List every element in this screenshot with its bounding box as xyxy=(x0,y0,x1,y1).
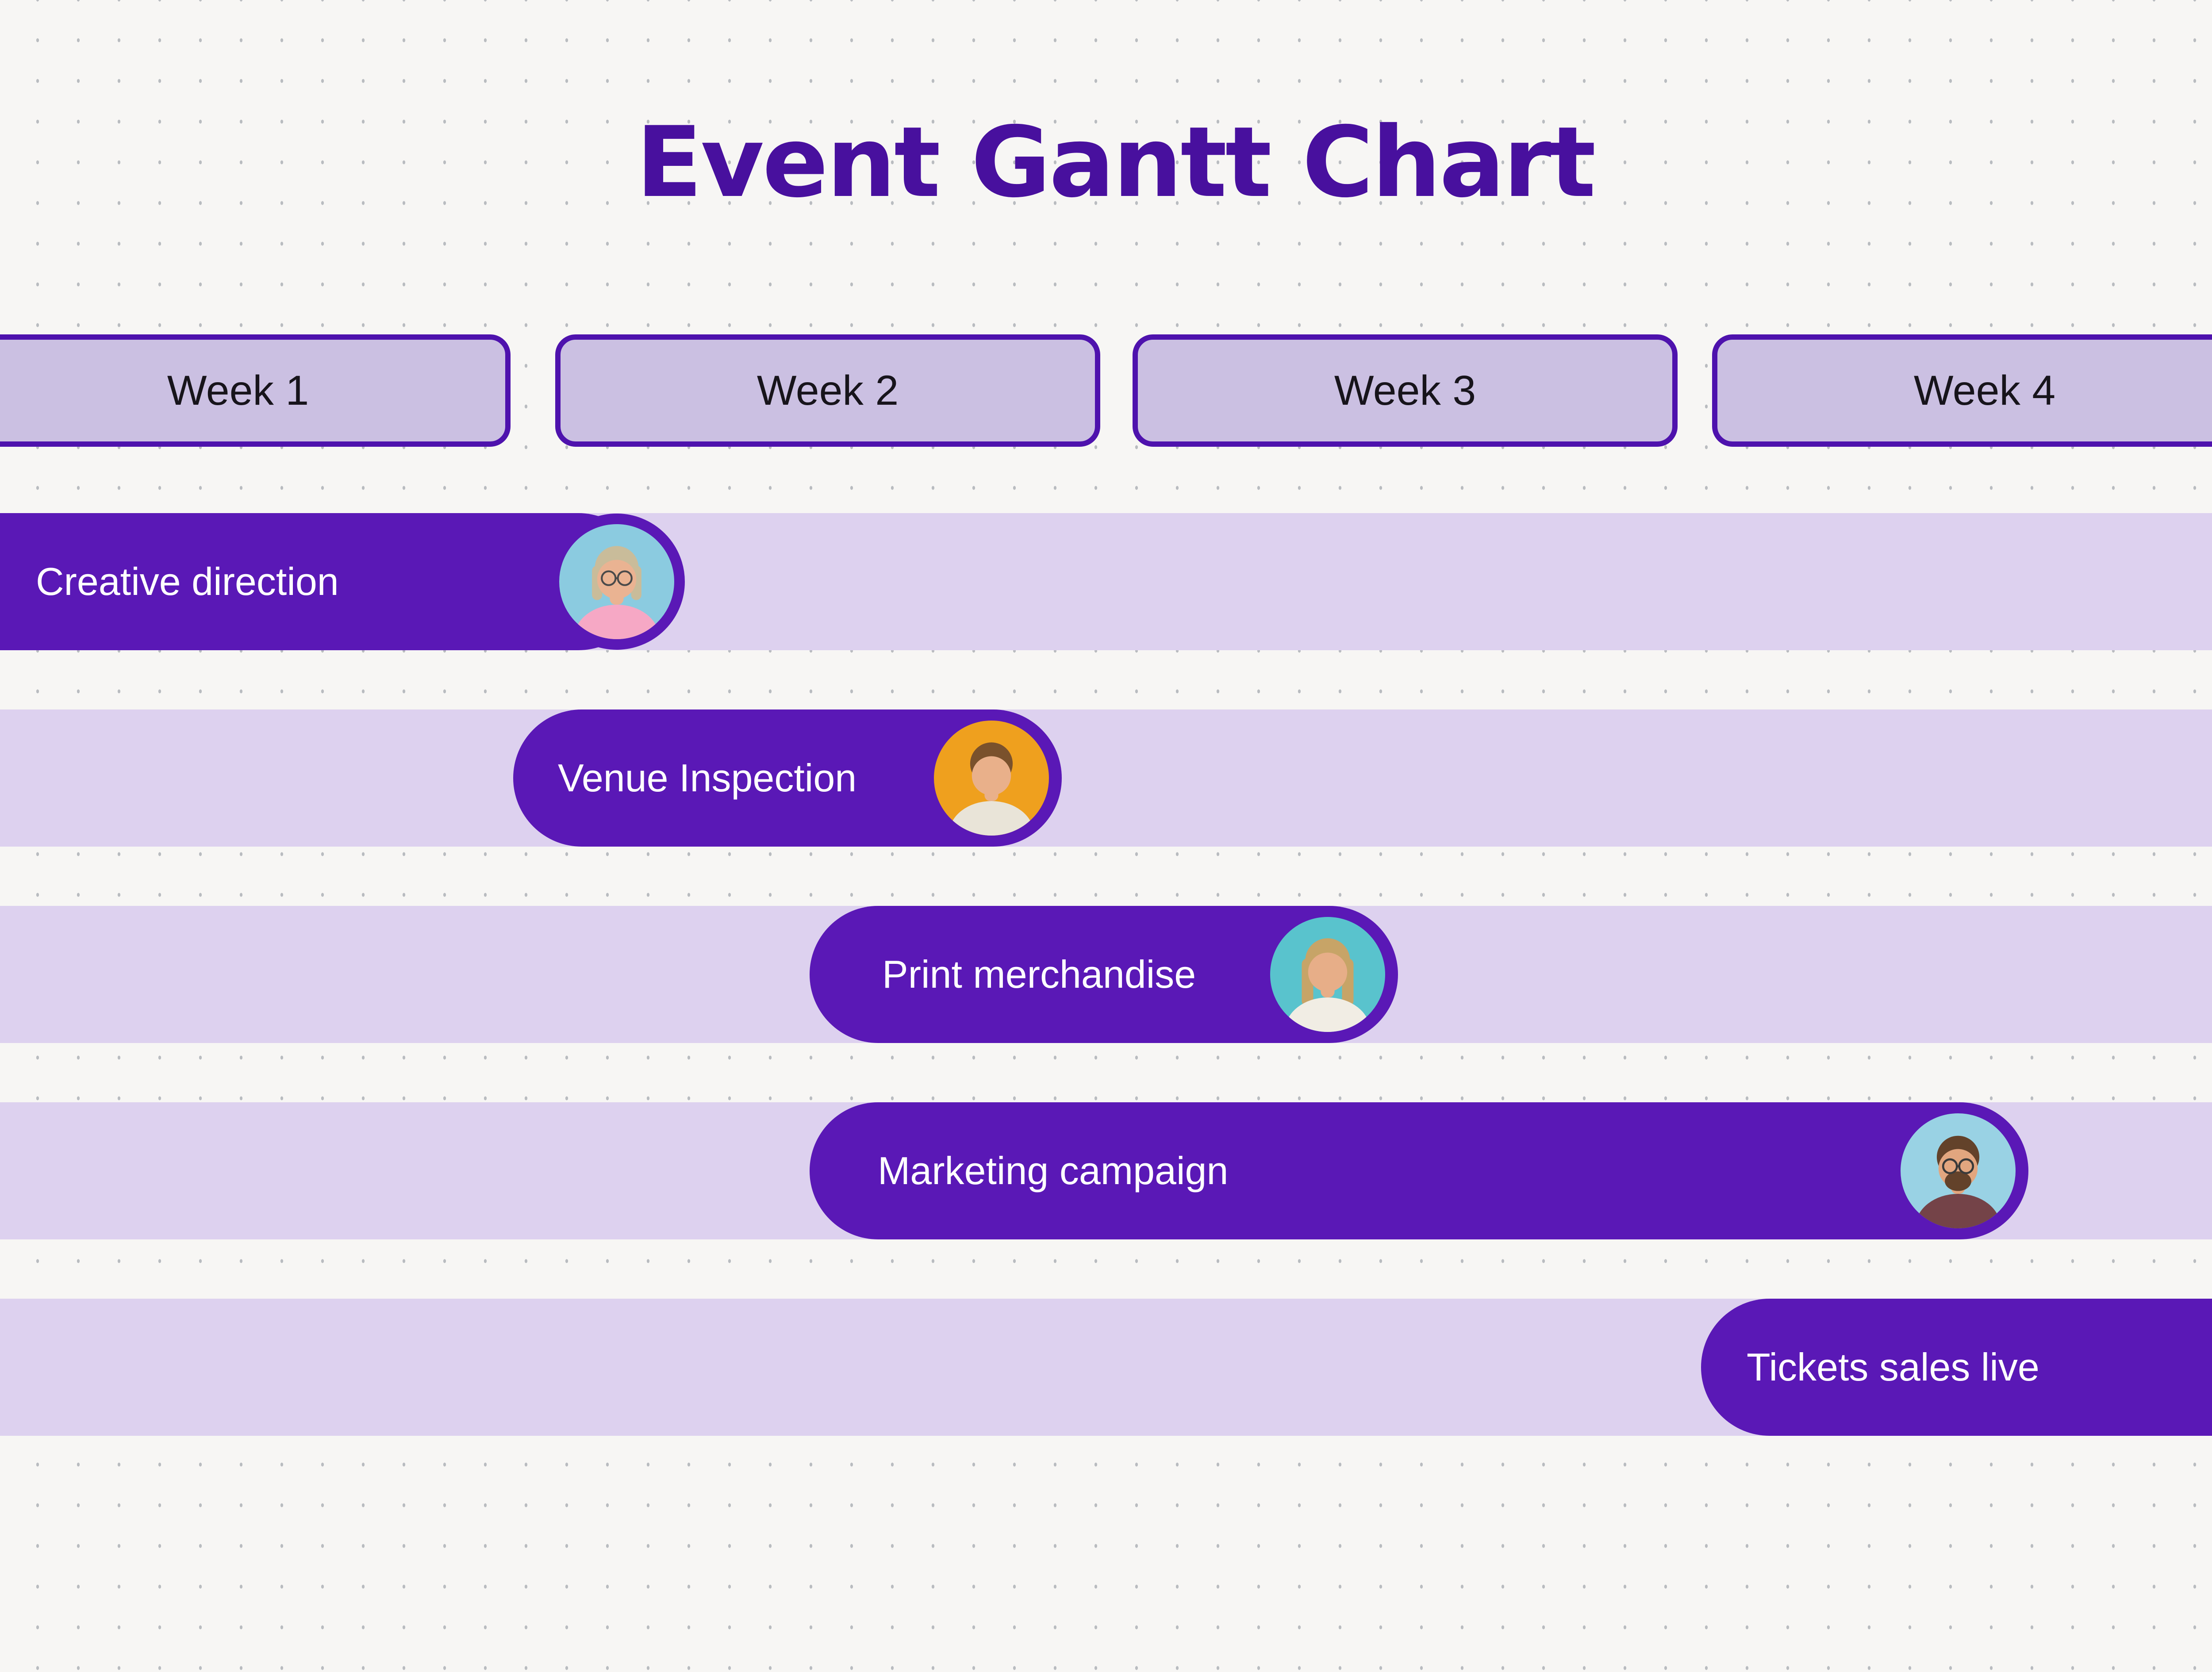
person-portrait-icon xyxy=(1915,1135,2001,1228)
week-header-2-label: Week 2 xyxy=(757,367,899,414)
week-header-1-label: Week 1 xyxy=(167,367,309,414)
assignee-avatar-marketing-campaign[interactable] xyxy=(1890,1103,2026,1239)
assignee-avatar-print-merchandise[interactable] xyxy=(1260,906,1396,1043)
task-label-tickets-sales-live: Tickets sales live xyxy=(1747,1345,2039,1389)
assignee-avatar-creative-direction[interactable] xyxy=(549,514,685,650)
task-row-venue-inspection: Venue Inspection xyxy=(0,709,2212,847)
week-header-1[interactable]: Week 1 xyxy=(0,334,511,447)
week-header-4-label: Week 4 xyxy=(1913,367,2056,414)
task-bar-marketing-campaign[interactable]: Marketing campaign xyxy=(810,1102,2028,1239)
task-bar-tickets-sales-live[interactable]: Tickets sales live xyxy=(1701,1299,2212,1436)
week-header-3-label: Week 3 xyxy=(1334,367,1476,414)
task-row-marketing-campaign: Marketing campaign xyxy=(0,1102,2212,1239)
task-label-creative-direction: Creative direction xyxy=(36,560,339,603)
week-header-2[interactable]: Week 2 xyxy=(555,334,1100,447)
task-label-marketing-campaign: Marketing campaign xyxy=(878,1149,1229,1193)
person-portrait-icon xyxy=(574,546,660,639)
task-row-creative-direction: Creative direction xyxy=(0,513,2212,650)
task-row-tickets-sales-live: Tickets sales live xyxy=(0,1299,2212,1436)
page-title: Event Gantt Chart xyxy=(636,106,1596,219)
task-bar-creative-direction[interactable]: Creative direction xyxy=(0,513,647,650)
week-header-3[interactable]: Week 3 xyxy=(1133,334,1678,447)
task-label-print-merchandise: Print merchandise xyxy=(882,952,1196,996)
task-label-venue-inspection: Venue Inspection xyxy=(558,756,857,800)
week-header-4[interactable]: Week 4 xyxy=(1712,334,2212,447)
assignee-avatar-venue-inspection[interactable] xyxy=(923,710,1060,846)
person-portrait-icon xyxy=(1285,938,1371,1032)
person-portrait-icon xyxy=(949,742,1034,836)
task-row-print-merchandise: Print merchandise xyxy=(0,906,2212,1043)
